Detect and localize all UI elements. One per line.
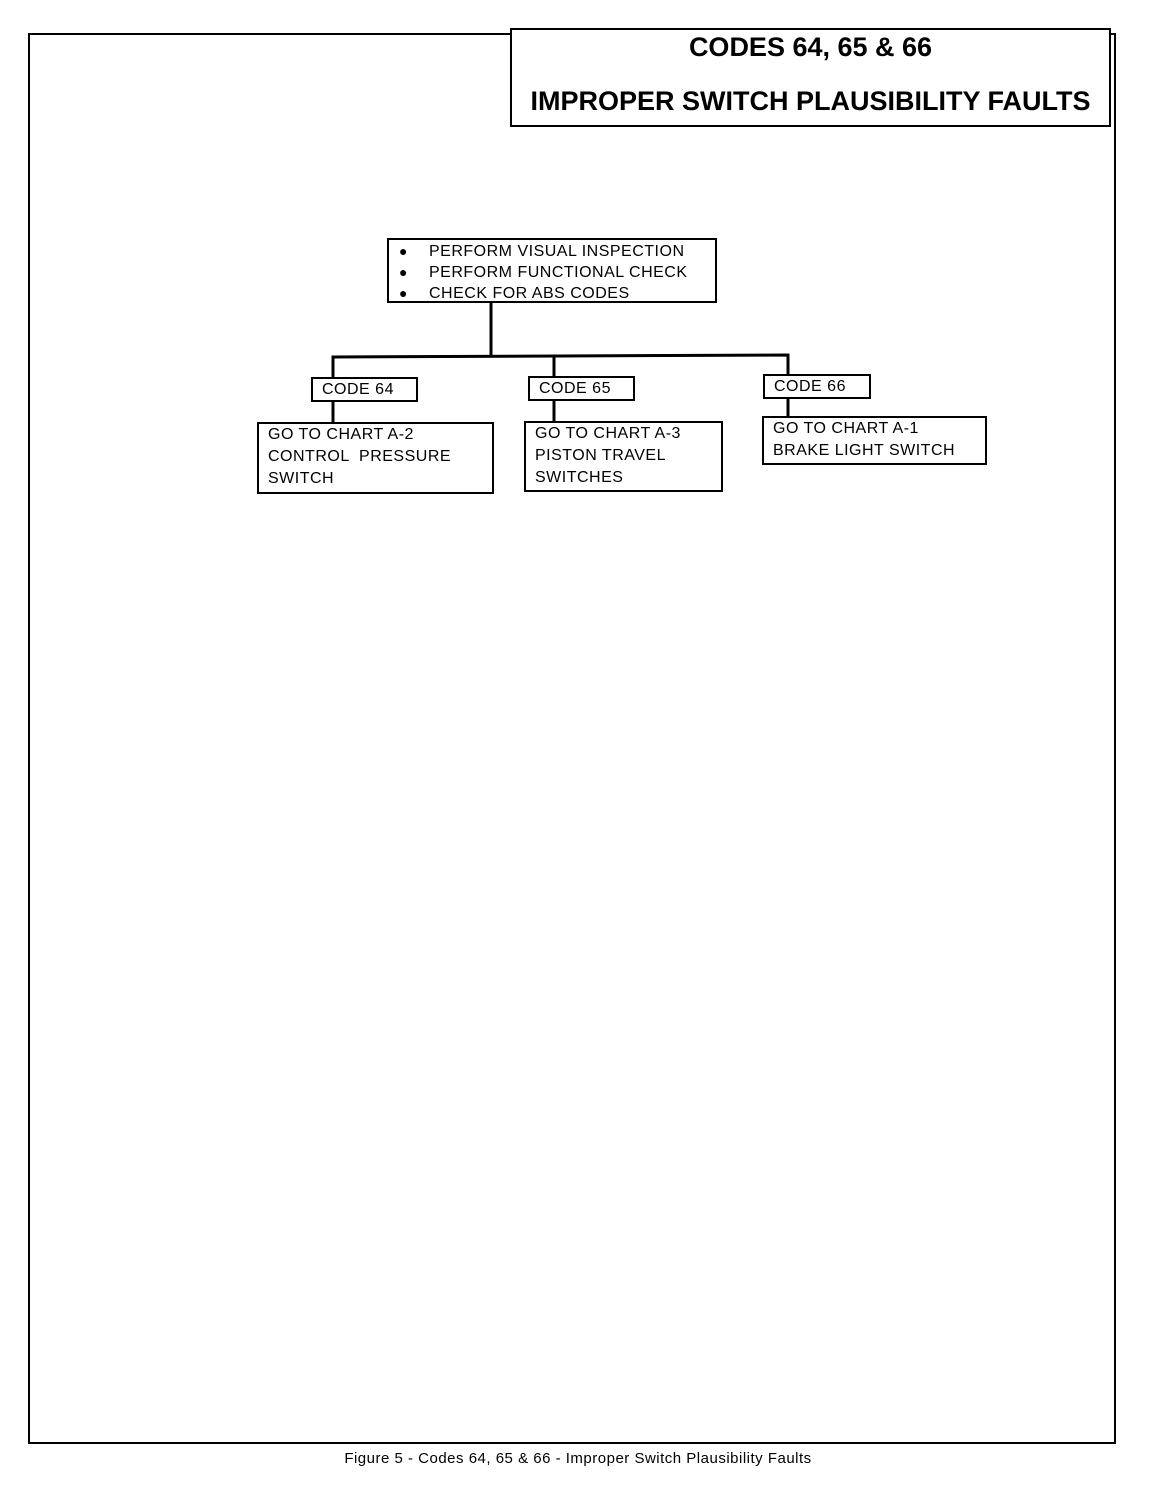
code-64-box: CODE 64 [311,377,418,402]
bullet-icon: ● [399,285,408,301]
code-64-action-box: GO TO CHART A-2 CONTROL PRESSURE SWITCH [257,422,494,494]
figure-caption: Figure 5 - Codes 64, 65 & 66 - Improper … [344,1450,812,1467]
action-line: SWITCH [268,470,335,487]
title-fault-type: IMPROPER SWITCH PLAUSIBILITY FAULTS [530,86,1091,116]
action-line: CONTROL PRESSURE [268,448,452,465]
start-item-text: PERFORM VISUAL INSPECTION [429,243,685,260]
code-66-action-box: GO TO CHART A-1 BRAKE LIGHT SWITCH [762,416,987,465]
action-line: GO TO CHART A-3 [535,425,681,442]
start-item-text: CHECK FOR ABS CODES [429,285,630,302]
code-65-action-box: GO TO CHART A-3 PISTON TRAVEL SWITCHES [524,421,723,492]
connector-horizontal-bus [331,353,790,377]
code-65-box: CODE 65 [528,376,635,401]
action-line: PISTON TRAVEL [535,447,666,464]
title-codes: CODES 64, 65 & 66 [688,32,933,62]
start-item: ● PERFORM FUNCTIONAL CHECK [399,262,715,283]
title-box: CODES 64, 65 & 66 IMPROPER SWITCH PLAUSI… [510,28,1111,127]
start-item: ● PERFORM VISUAL INSPECTION [399,241,715,262]
action-line: GO TO CHART A-1 [773,420,919,437]
code-66-box: CODE 66 [763,374,871,399]
bullet-icon: ● [399,243,408,259]
start-box: ● PERFORM VISUAL INSPECTION ● PERFORM FUNC… [387,238,717,303]
start-item: ● CHECK FOR ABS CODES [399,283,715,304]
action-line: SWITCHES [535,469,624,486]
bullet-icon: ● [399,264,408,280]
start-item-text: PERFORM FUNCTIONAL CHECK [429,264,688,281]
action-line: GO TO CHART A-2 [268,426,414,443]
action-line: BRAKE LIGHT SWITCH [773,442,956,459]
